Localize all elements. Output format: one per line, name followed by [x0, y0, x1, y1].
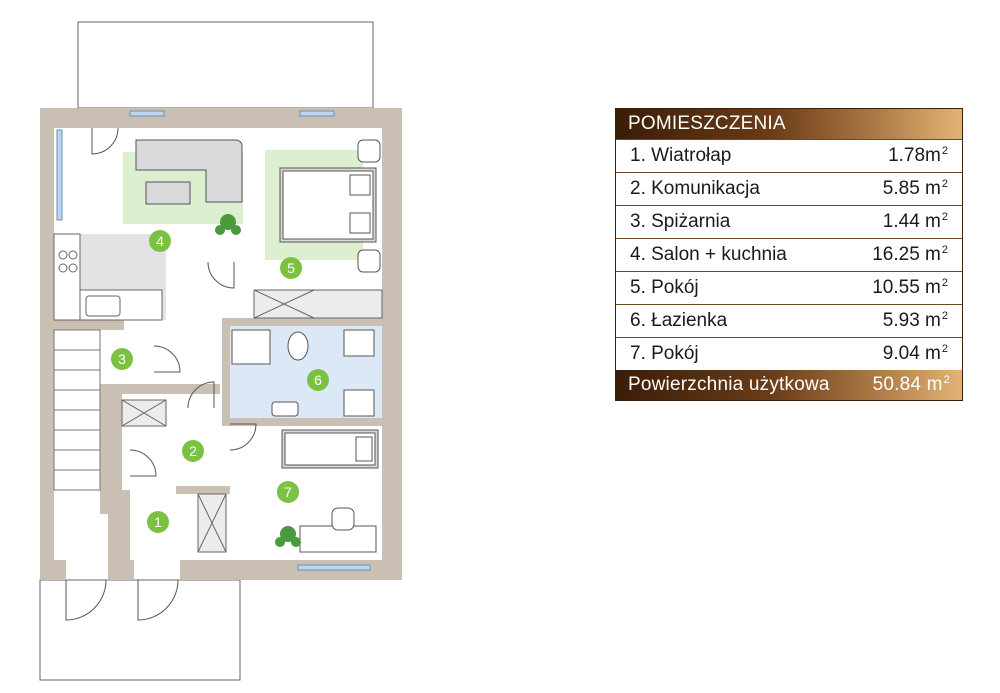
legend-row: 3. Spiżarnia 1.44 m2 [616, 205, 962, 238]
svg-text:3: 3 [118, 351, 126, 367]
bed-double [279, 139, 381, 273]
rooms-legend: POMIESZCZENIA 1. Wiatrołap 1.78m2 2. Kom… [615, 108, 963, 401]
sofa [135, 139, 243, 205]
legend-row: 6. Łazienka 5.93 m2 [616, 304, 962, 337]
kitchen-counter [53, 233, 163, 321]
room-name: 7. Pokój [630, 343, 699, 364]
plant-icon [215, 214, 301, 547]
legend-row: 7. Pokój 9.04 m2 [616, 337, 962, 370]
bathroom-fixtures [231, 329, 375, 417]
legend-row: 2. Komunikacja 5.85 m2 [616, 172, 962, 205]
room-name: 3. Spiżarnia [630, 211, 731, 232]
svg-text:1: 1 [154, 514, 162, 530]
legend-title: POMIESZCZENIA [628, 113, 786, 134]
room-area: 10.55 m2 [872, 277, 948, 298]
room-area: 9.04 m2 [882, 343, 948, 364]
windows [56, 110, 371, 571]
total-label: Powierzchnia użytkowa [628, 374, 830, 395]
room-area: 5.85 m2 [882, 178, 948, 199]
exterior-walls [40, 108, 402, 580]
legend-row: 1. Wiatrołap 1.78m2 [616, 139, 962, 172]
stairs [53, 329, 101, 491]
floor-plan: 1 2 3 4 5 6 7 [39, 21, 402, 681]
room-marker-4: 4 [149, 230, 171, 252]
room-marker-6: 6 [307, 369, 329, 391]
svg-text:5: 5 [287, 260, 295, 276]
room-marker-2: 2 [182, 440, 204, 462]
room-marker-7: 7 [277, 481, 299, 503]
terrace-outline-bottom [39, 579, 241, 681]
desk-room7 [299, 507, 377, 553]
svg-text:7: 7 [284, 484, 292, 500]
total-area: 50.84 m2 [872, 374, 950, 395]
svg-text:2: 2 [189, 443, 197, 459]
room-name: 5. Pokój [630, 277, 699, 298]
svg-text:4: 4 [156, 233, 164, 249]
svg-text:6: 6 [314, 372, 322, 388]
legend-total-row: Powierzchnia użytkowa 50.84 m2 [616, 370, 962, 400]
room-marker-1: 1 [147, 511, 169, 533]
room-area: 5.93 m2 [882, 310, 948, 331]
terrace-outline-top [77, 21, 374, 109]
room-name: 2. Komunikacja [630, 178, 760, 199]
legend-row: 4. Salon + kuchnia 16.25 m2 [616, 238, 962, 271]
closets [121, 399, 227, 553]
legend-row: 5. Pokój 10.55 m2 [616, 271, 962, 304]
room-area: 16.25 m2 [872, 244, 948, 265]
door-swings [65, 127, 257, 621]
room-name: 1. Wiatrołap [630, 145, 732, 166]
wardrobe-room5 [253, 289, 383, 319]
room-marker-3: 3 [111, 348, 133, 370]
interior-walls [54, 318, 382, 580]
room-area: 1.44 m2 [882, 211, 948, 232]
bed-single [281, 429, 379, 469]
legend-header: POMIESZCZENIA [616, 109, 962, 139]
room-name: 6. Łazienka [630, 310, 728, 331]
room-area: 1.78m2 [888, 145, 948, 166]
room-name: 4. Salon + kuchnia [630, 244, 787, 265]
room-marker-5: 5 [280, 257, 302, 279]
